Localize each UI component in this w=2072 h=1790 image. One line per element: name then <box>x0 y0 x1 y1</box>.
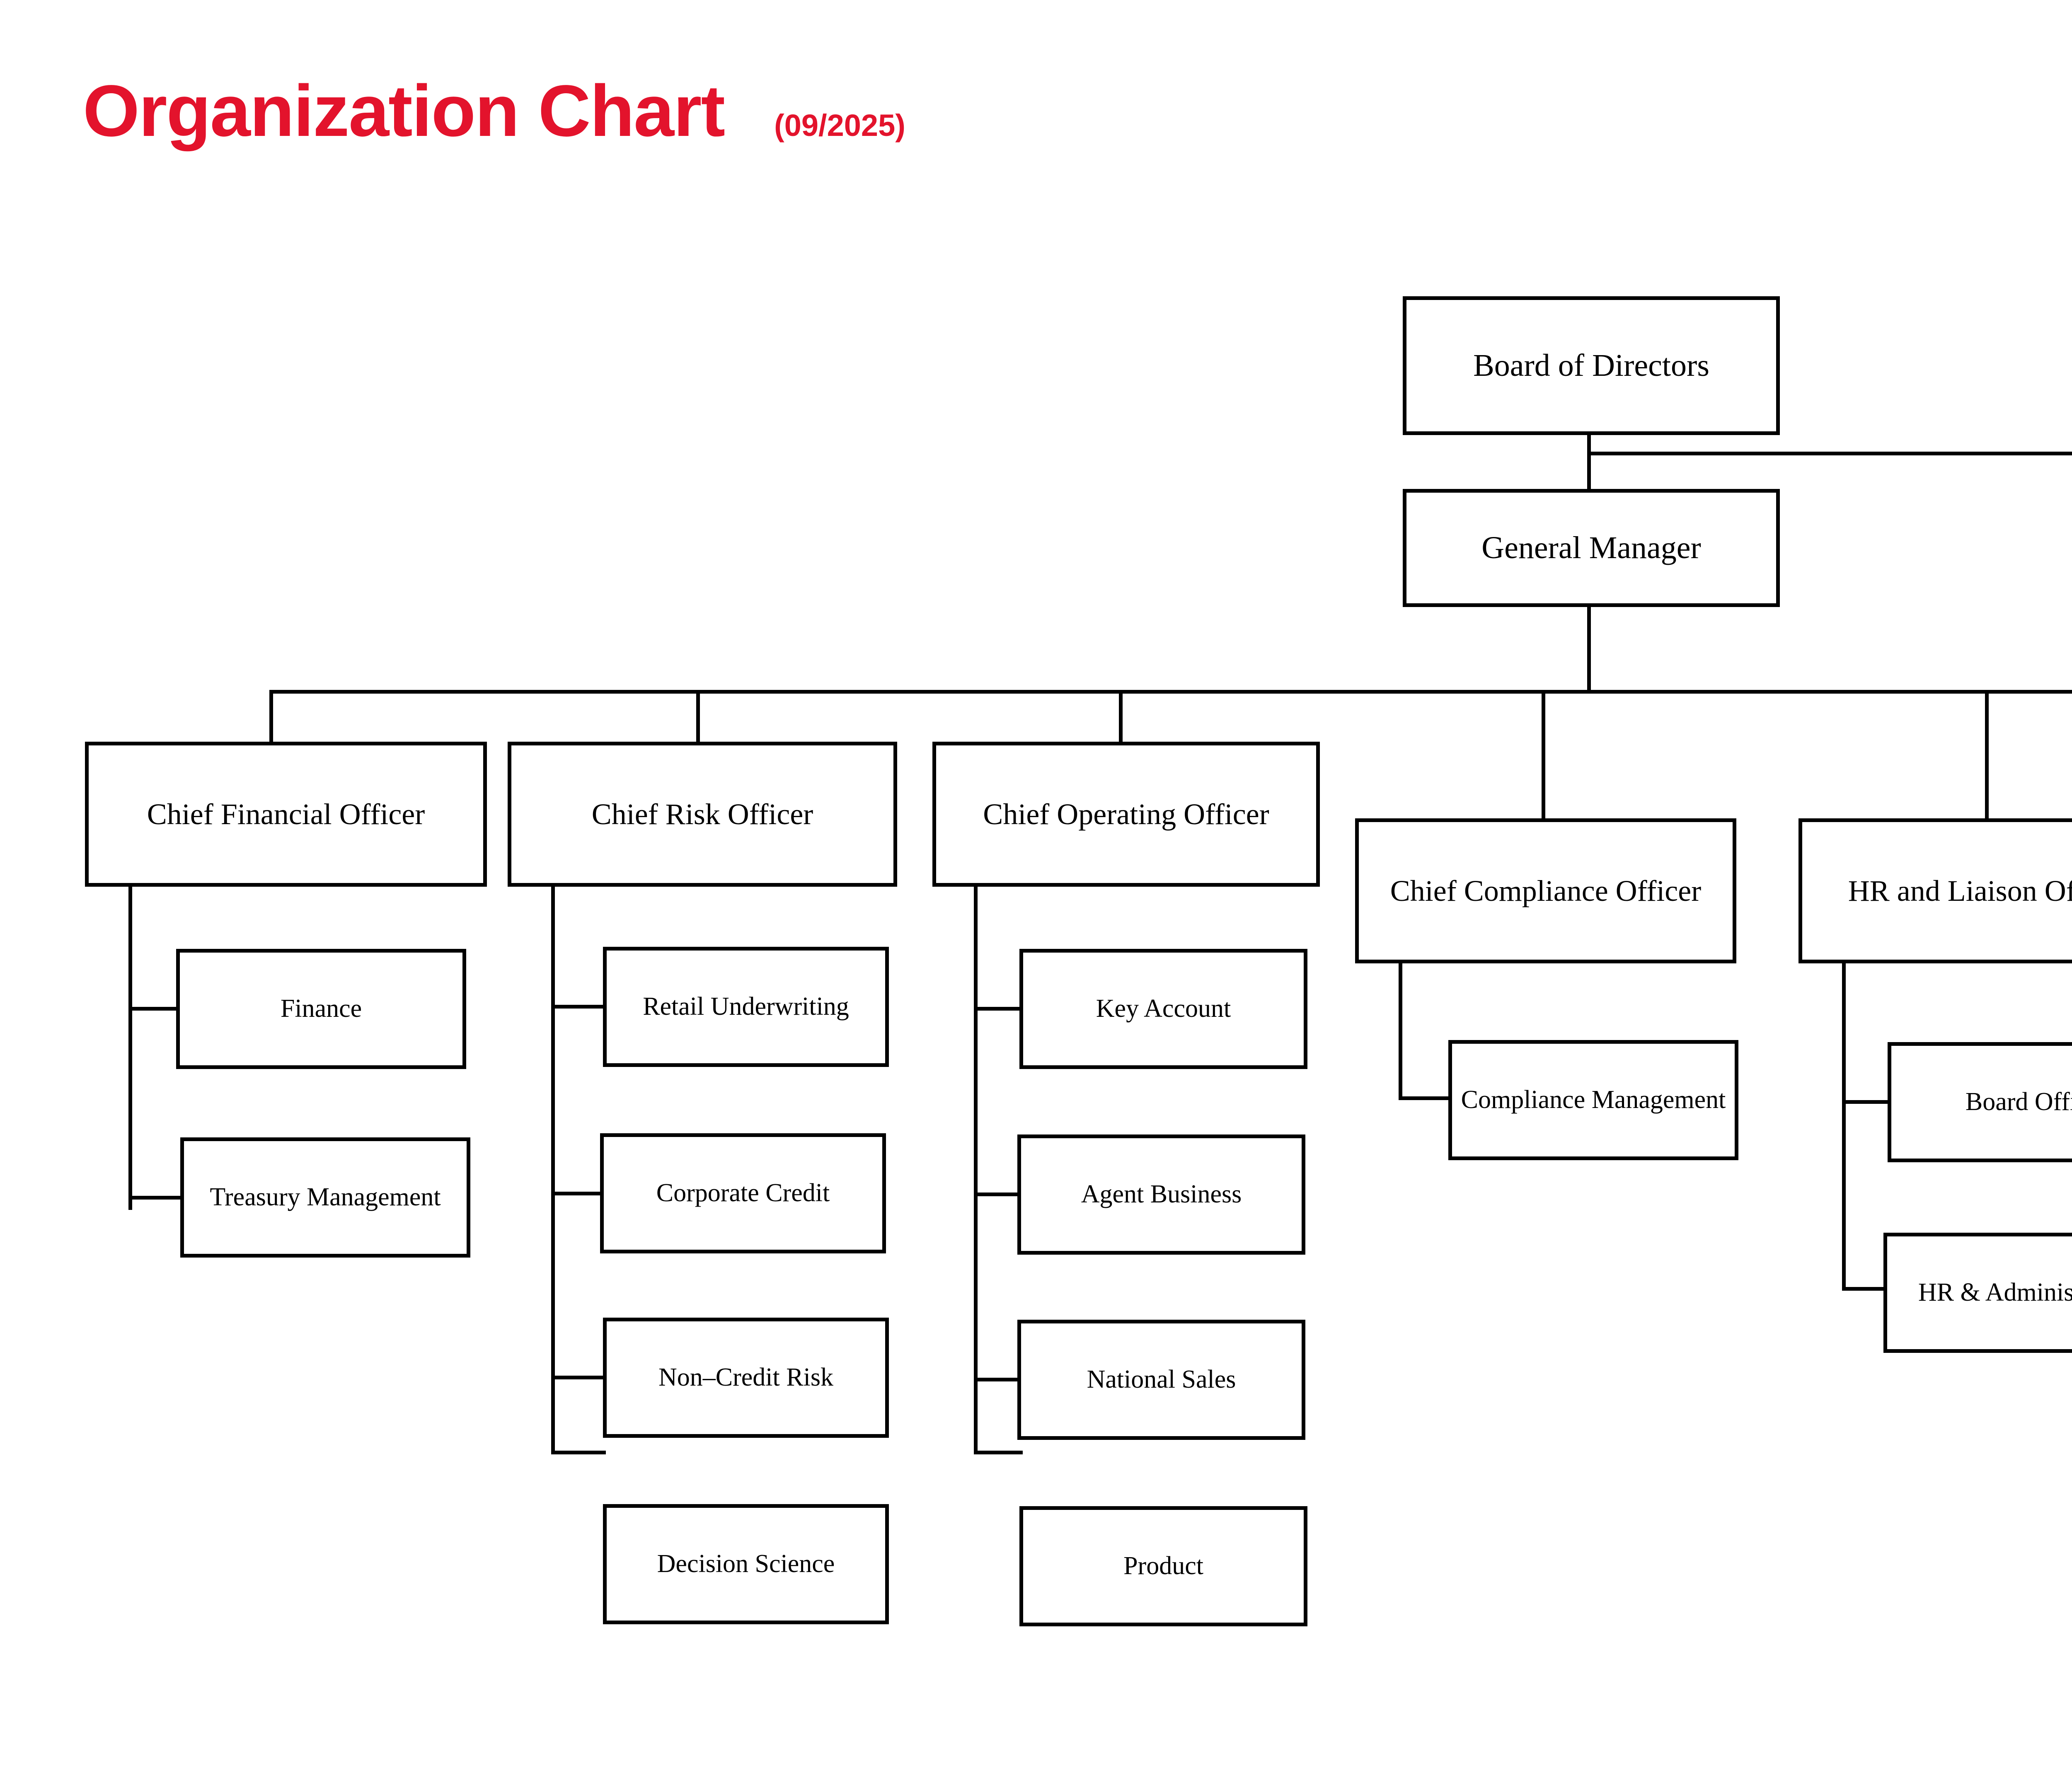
org-node-compl_mgmt[interactable]: Compliance Management <box>1448 1040 1738 1160</box>
connector-cco-stub-compl <box>1399 1096 1452 1100</box>
org-node-hr_admin[interactable]: HR & Administration <box>1883 1233 2072 1353</box>
connector-coo-stub-agent <box>974 1193 1020 1196</box>
connector-gm-down-to-bus <box>1587 607 1591 692</box>
connector-bus-drop-cro <box>696 690 700 744</box>
org-node-label: Agent Business <box>1081 1180 1242 1209</box>
org-node-label: Board of Directors <box>1473 348 1709 383</box>
connector-board-to-audit-horz <box>1587 452 2072 455</box>
org-node-corp_credit[interactable]: Corporate Credit <box>600 1133 886 1253</box>
connector-cro-stub-decision <box>551 1451 606 1454</box>
org-node-label: Finance <box>280 994 362 1023</box>
org-node-label: Compliance Management <box>1461 1086 1726 1114</box>
connector-cfo-stub-treasury <box>128 1196 183 1200</box>
org-node-gm[interactable]: General Manager <box>1403 489 1780 607</box>
org-node-label: General Manager <box>1481 530 1701 565</box>
connector-coo-stub-product <box>974 1451 1023 1454</box>
connector-cfo-spine <box>128 887 132 1210</box>
connector-bus-drop-cfo <box>269 690 273 744</box>
org-node-label: HR and Liaison Officer <box>1848 874 2072 907</box>
org-node-decision[interactable]: Decision Science <box>603 1504 889 1624</box>
org-node-product[interactable]: Product <box>1019 1506 1307 1626</box>
connector-coo-stub-key <box>974 1007 1023 1011</box>
page-title-date: (09/2025) <box>774 108 905 143</box>
org-node-label: Chief Operating Officer <box>983 797 1269 831</box>
connector-cro-spine <box>551 887 555 1454</box>
org-node-hrlo[interactable]: HR and Liaison Officer <box>1798 818 2072 963</box>
org-node-label: Chief Risk Officer <box>591 797 813 831</box>
org-node-finance[interactable]: Finance <box>176 949 466 1069</box>
connector-board-to-gm-vert <box>1587 435 1591 489</box>
connector-bus-drop-coo <box>1119 690 1123 744</box>
org-node-label: Key Account <box>1096 994 1231 1023</box>
org-node-label: Product <box>1123 1552 1203 1580</box>
org-node-retail_uw[interactable]: Retail Underwriting <box>603 947 889 1067</box>
org-node-label: HR & Administration <box>1918 1278 2072 1307</box>
connector-cco-spine <box>1399 963 1402 1100</box>
org-node-label: Chief Compliance Officer <box>1390 874 1702 907</box>
org-node-label: Non–Credit Risk <box>658 1363 833 1392</box>
org-node-cfo[interactable]: Chief Financial Officer <box>85 742 487 887</box>
org-node-label: Treasury Management <box>210 1183 441 1212</box>
org-node-label: Decision Science <box>657 1550 835 1578</box>
connector-cro-stub-corp <box>551 1192 603 1195</box>
connector-hrlo-spine <box>1842 963 1846 1291</box>
connector-gm-bus-horz <box>269 690 2072 694</box>
org-node-key_acct[interactable]: Key Account <box>1019 949 1307 1069</box>
org-node-label: National Sales <box>1087 1365 1236 1394</box>
org-node-noncredit[interactable]: Non–Credit Risk <box>603 1318 889 1438</box>
connector-cro-stub-noncredit <box>551 1376 606 1379</box>
connector-coo-spine <box>974 887 978 1454</box>
connector-coo-stub-national <box>974 1378 1020 1381</box>
connector-hrlo-stub-board <box>1842 1100 1891 1104</box>
connector-bus-drop-cco <box>1542 690 1545 820</box>
org-node-agent_biz[interactable]: Agent Business <box>1017 1134 1305 1255</box>
org-node-label: Board Office <box>1965 1088 2072 1116</box>
org-node-board_off[interactable]: Board Office <box>1888 1042 2072 1162</box>
connector-hrlo-stub-hr <box>1842 1287 1887 1291</box>
org-node-cro[interactable]: Chief Risk Officer <box>508 742 897 887</box>
connector-bus-drop-hrlo <box>1985 690 1989 820</box>
org-node-coo[interactable]: Chief Operating Officer <box>932 742 1320 887</box>
org-node-nat_sales[interactable]: National Sales <box>1017 1320 1305 1440</box>
org-node-label: Corporate Credit <box>656 1179 830 1207</box>
org-node-label: Chief Financial Officer <box>147 797 425 831</box>
org-node-cco[interactable]: Chief Compliance Officer <box>1355 818 1736 963</box>
page-title-text: Organization Chart <box>83 70 725 152</box>
org-node-treasury[interactable]: Treasury Management <box>180 1137 470 1258</box>
org-node-label: Retail Underwriting <box>643 992 849 1021</box>
org-node-board[interactable]: Board of Directors <box>1403 296 1780 435</box>
connector-cro-stub-retail <box>551 1005 606 1009</box>
page-title: Organization Chart (09/2025) <box>83 75 905 148</box>
connector-cfo-stub-finance <box>128 1007 179 1011</box>
